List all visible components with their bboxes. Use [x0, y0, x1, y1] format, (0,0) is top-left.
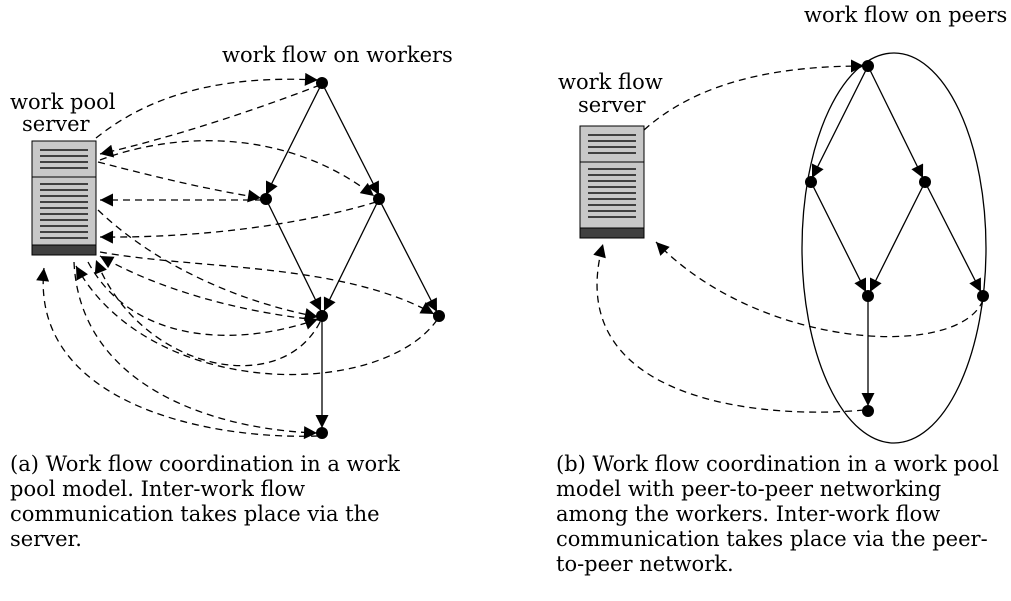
node: [862, 405, 874, 417]
panel-b: work flow server work flow on peers: [558, 3, 1007, 444]
edge: [265, 198, 322, 312]
dashed-arrow: [99, 201, 377, 244]
node: [316, 77, 328, 89]
dashed-arrow: [593, 243, 865, 413]
peer-nodes: [805, 60, 989, 417]
dashed-arrow: [655, 241, 984, 338]
panel-b-flow-label: work flow on peers: [804, 3, 1007, 27]
node: [805, 176, 817, 188]
edge: [323, 198, 380, 312]
panel-a: work pool server work flow on workers: [10, 43, 453, 440]
dashed-arrow: [99, 140, 375, 197]
node: [919, 176, 931, 188]
dashed-arrow: [97, 209, 319, 321]
edge: [810, 181, 867, 293]
server-icon: [579, 125, 645, 239]
dashed-arrow: [643, 59, 865, 131]
dashed-arrow: [95, 72, 319, 139]
edge: [867, 65, 924, 179]
node: [373, 193, 385, 205]
server-icon: [31, 140, 97, 256]
dashed-arrow: [97, 161, 262, 203]
peer-workflow-edges: [810, 65, 982, 406]
panel-a-server-label-line1: work pool: [10, 90, 116, 114]
node: [862, 290, 874, 302]
peer-communication-arrows: [593, 59, 984, 413]
edge: [378, 198, 438, 313]
edge: [265, 82, 323, 196]
dashed-arrow: [75, 265, 438, 376]
node: [316, 427, 328, 439]
edge: [811, 65, 869, 179]
node: [433, 310, 445, 322]
edge: [321, 82, 380, 196]
panel-b-server-label-line2: server: [578, 93, 647, 117]
node: [862, 60, 874, 72]
edge: [924, 181, 982, 293]
dashed-arrow: [99, 251, 435, 315]
dashed-arrow: [99, 255, 319, 321]
node: [977, 290, 989, 302]
panel-a-flow-label: work flow on workers: [222, 43, 453, 67]
dashed-arrow: [87, 261, 319, 336]
peer-network-ellipse: [801, 52, 987, 444]
caption-b: (b) Work flow coordination in a work poo…: [556, 452, 999, 576]
workflow-edges: [265, 82, 438, 428]
panel-a-server-label-line2: server: [22, 112, 91, 136]
dashed-arrow: [99, 84, 321, 158]
workflow-nodes: [260, 77, 445, 439]
node: [260, 193, 272, 205]
panel-b-server-label-line1: work flow: [558, 70, 663, 94]
caption-a: (a) Work flow coordination in a work poo…: [10, 452, 400, 551]
edge: [869, 181, 926, 293]
dashed-arrow: [94, 259, 321, 367]
dashed-arrow: [36, 267, 319, 437]
node: [316, 310, 328, 322]
server-communication-arrows: [36, 72, 438, 440]
